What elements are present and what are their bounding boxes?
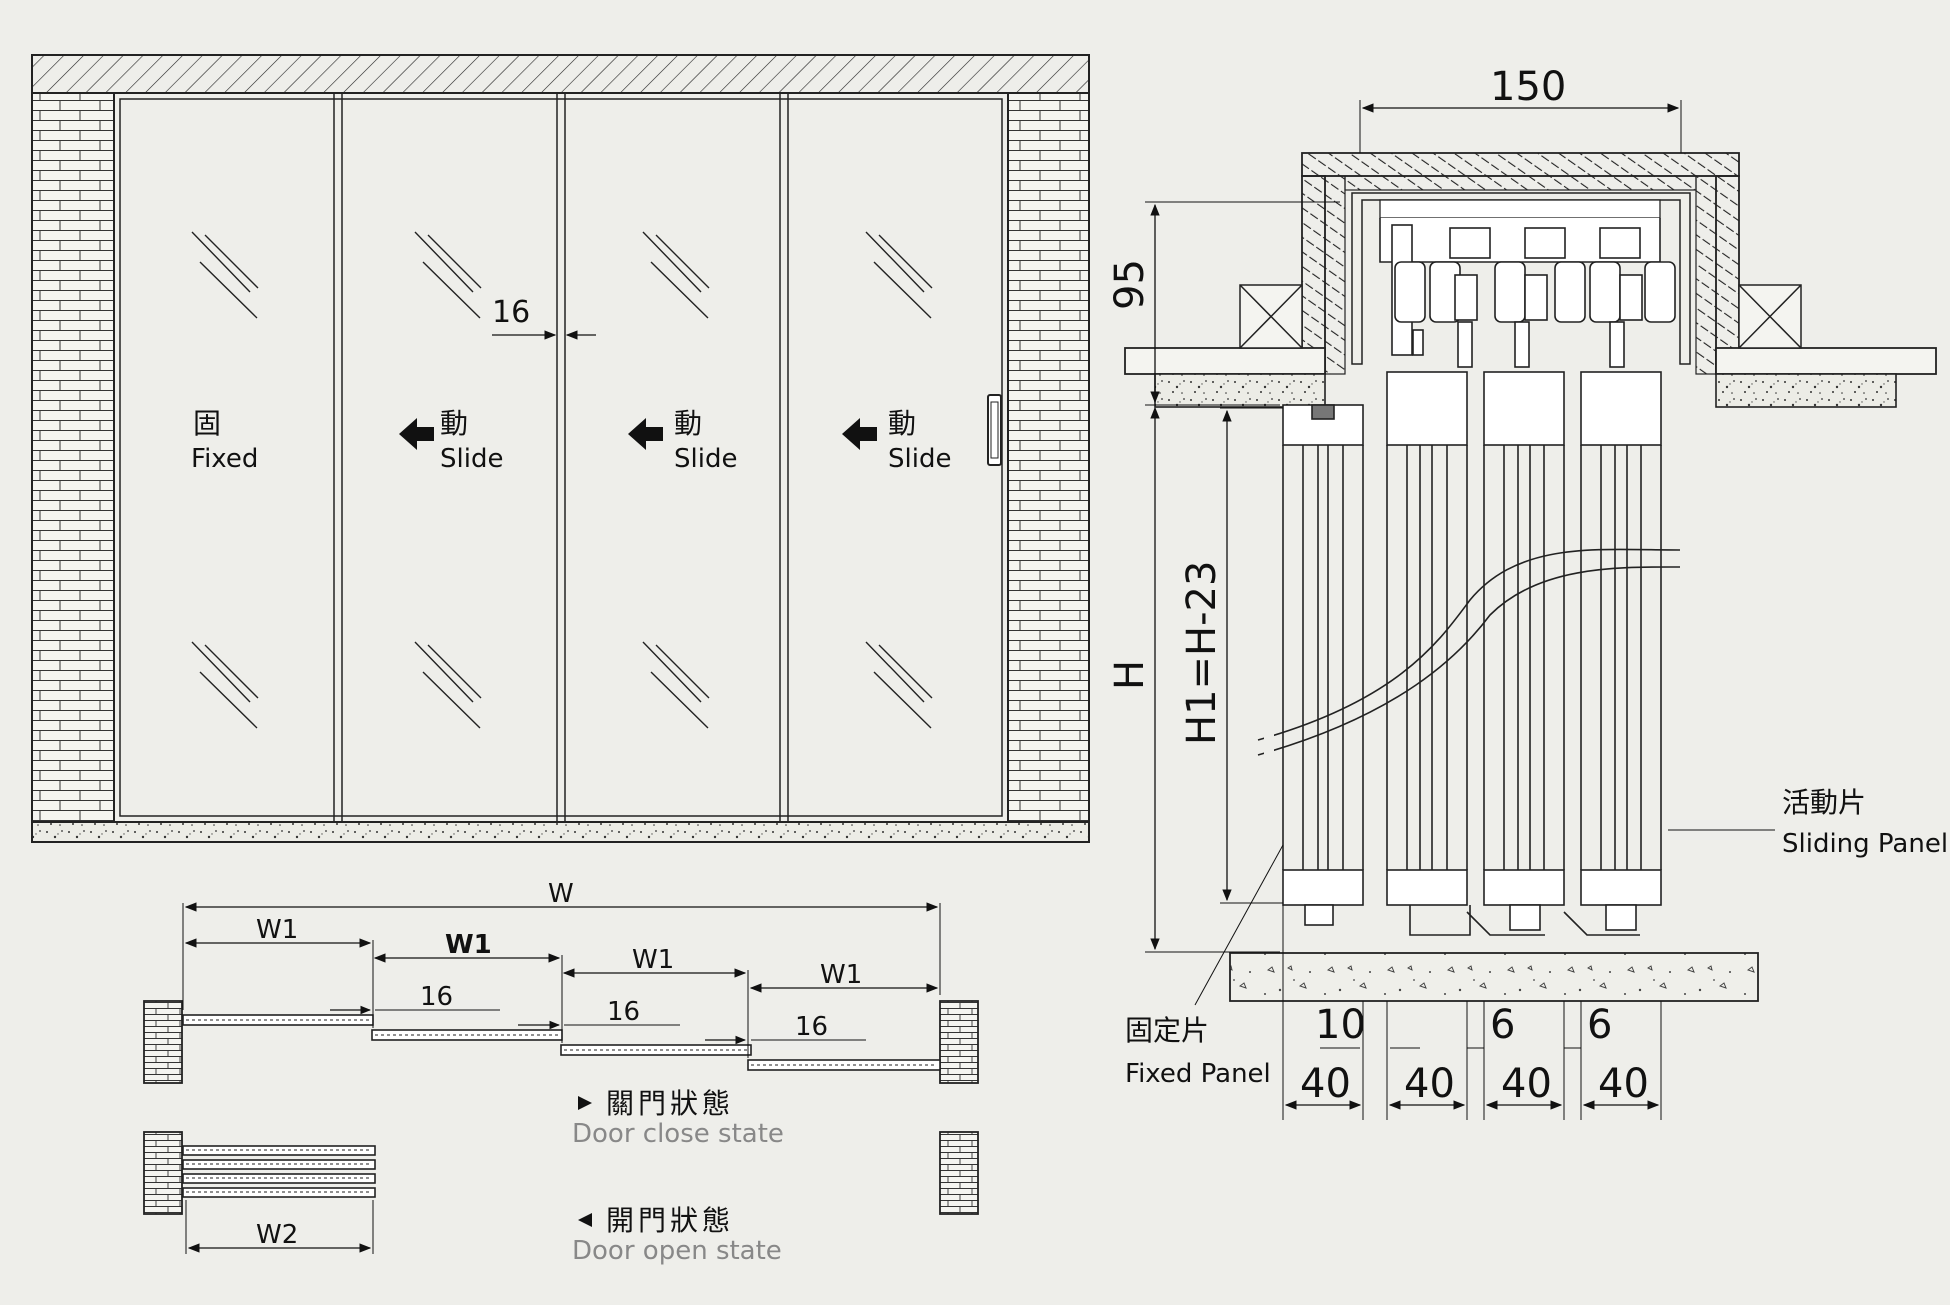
plan-panels: [182, 1014, 941, 1071]
dim-h-text: H: [1107, 660, 1153, 690]
ceiling-beam: [31, 54, 1090, 94]
plan-right-wall: [939, 1000, 979, 1084]
sliding-panel-en: Sliding Panel: [1782, 829, 1948, 859]
panel-label-slide-2: 動 Slide: [399, 407, 503, 474]
close-state-cn: 關門狀態: [606, 1087, 734, 1120]
close-state-arrow-icon: [578, 1096, 592, 1110]
panel-1-en: Fixed: [191, 444, 258, 474]
floor-strip: [31, 821, 1090, 843]
dim-10-text: 10: [1315, 1002, 1366, 1048]
dim-panel-height: H1=H-23: [1179, 407, 1283, 904]
panel-3-en: Slide: [674, 444, 737, 474]
panel-4-en: Slide: [888, 444, 951, 474]
dim-top-width: 150: [1359, 64, 1682, 153]
panel-1-cn: 固: [193, 407, 221, 440]
section-view: 150 95 H H1=H-23: [1107, 64, 1948, 1120]
sliding-panel-cn: 活動片: [1782, 786, 1866, 819]
dim-95-text: 95: [1107, 259, 1153, 310]
open-state-cn: 開門狀態: [606, 1204, 734, 1237]
open-state-en: Door open state: [572, 1236, 782, 1266]
header-insulation-top: [1301, 152, 1740, 177]
open-state-arrow-icon: [578, 1213, 592, 1227]
plan-view-open: W2 開門狀態 Door open state: [143, 1131, 979, 1266]
header-insulation-right: [1715, 175, 1740, 375]
dim-40-text-1: 40: [1300, 1061, 1351, 1107]
panel-4-cn: 動: [888, 407, 916, 440]
open-right-wall: [939, 1131, 979, 1215]
slide-arrow-icon: [628, 418, 663, 450]
blocking-x-box-right: [1738, 284, 1802, 349]
slide-arrow-icon: [399, 418, 434, 450]
dim-header-height: 95: [1107, 201, 1340, 406]
dim-150-text: 150: [1490, 64, 1566, 110]
callout-fixed-panel: 固定片 Fixed Panel: [1125, 844, 1284, 1089]
ceiling-board-right: [1715, 347, 1937, 375]
panel-2-en: Slide: [440, 444, 503, 474]
dim-overlap-text-2: 16: [607, 997, 640, 1027]
section-panels: [1282, 371, 1662, 936]
slide-arrow-icon: [842, 418, 877, 450]
header-insulation-left: [1301, 175, 1326, 375]
dim-h1-text: H1=H-23: [1179, 561, 1225, 745]
dim-6-text-1: 6: [1490, 1002, 1515, 1048]
panel-mullions: [333, 93, 789, 822]
dim-overlaps: 16 16 16: [330, 982, 866, 1045]
track-assembly: [1379, 218, 1676, 368]
dim-40-text-3: 40: [1501, 1061, 1552, 1107]
dim-w1-text-3: W1: [632, 945, 674, 975]
panel-3-cn: 動: [674, 407, 702, 440]
dim-total-width: W: [182, 879, 941, 1010]
dim-6-text-2: 6: [1587, 1002, 1612, 1048]
floor-slab: [1229, 952, 1759, 1002]
panel-label-fixed: 固 Fixed: [191, 407, 258, 474]
left-brick-wall: [31, 92, 115, 823]
panel-label-slide-4: 動 Slide: [842, 407, 951, 474]
dim-panel-gaps: 10 6 6: [1282, 905, 1662, 1120]
dim-w1-text-4: W1: [820, 960, 862, 990]
door-handle: [987, 394, 1002, 466]
stacked-panels: [182, 1145, 376, 1198]
dim-w1-text-2: W1: [445, 930, 492, 960]
glass-reflection-marks: [191, 231, 933, 729]
elevation-view: 固 Fixed 動 Slide 動 Slide 動 Slide 16: [31, 54, 1090, 843]
dim-40-text-2: 40: [1404, 1061, 1455, 1107]
plan-left-wall: [143, 1000, 183, 1084]
door-frame: [113, 92, 1009, 823]
dim-w2-text: W2: [256, 1220, 298, 1250]
dim-40-text-4: 40: [1598, 1061, 1649, 1107]
fixed-panel-cn: 固定片: [1125, 1014, 1209, 1047]
panel-label-slide-3: 動 Slide: [628, 407, 737, 474]
break-line: [1257, 548, 1681, 756]
right-brick-wall: [1007, 92, 1090, 823]
callout-sliding-panel: 活動片 Sliding Panel: [1668, 786, 1948, 859]
dim-w-text: W: [548, 879, 574, 909]
gap-dim-text: 16: [492, 295, 530, 330]
dim-height: H: [1107, 406, 1280, 953]
plan-view-closed: W W1 W1 W1 W1 16 16 16 關門狀態: [143, 879, 979, 1149]
dim-panel-widths: W1 W1 W1 W1: [184, 915, 939, 1058]
gap-dimension: 16: [492, 295, 596, 340]
open-left-wall: [143, 1131, 183, 1215]
dim-panel-depths: 40 40 40 40: [1284, 1061, 1660, 1110]
dim-overlap-text-1: 16: [420, 982, 453, 1012]
panel-2-cn: 動: [440, 407, 468, 440]
blocking-x-box-left: [1239, 284, 1303, 349]
fixed-panel-en: Fixed Panel: [1125, 1059, 1271, 1089]
close-state-en: Door close state: [572, 1119, 784, 1149]
dim-w1-text-1: W1: [256, 915, 298, 945]
dim-overlap-text-3: 16: [795, 1012, 828, 1042]
